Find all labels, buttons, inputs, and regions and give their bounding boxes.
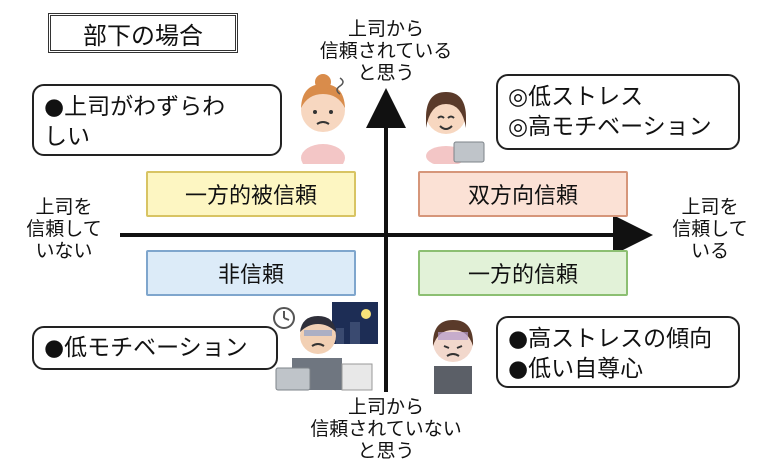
tired-man-laptop-icon [273, 302, 378, 391]
smiling-woman-laptop-icon [426, 92, 485, 164]
quadrant-top-left: 一方的被信頼 [146, 171, 356, 217]
bubble-bottom-left: ●低モチベーション [32, 326, 278, 370]
quadrant-bottom-right: 一方的信頼 [418, 250, 628, 296]
quadrant-top-right: 双方向信頼 [418, 171, 628, 217]
axis-label-top: 上司から信頼されていると思う [319, 18, 453, 84]
bubble-top-right: ◎低ストレス◎高モチベーション [496, 74, 740, 150]
axis-label-left: 上司を信頼していない [26, 196, 102, 262]
bubble-bottom-right: ●高ストレスの傾向●低い自尊心 [496, 316, 740, 388]
worried-woman-icon [301, 74, 345, 164]
bubble-top-left: ●上司がわずらわしい [32, 84, 282, 156]
stressed-woman-icon [432, 320, 474, 394]
page-title: 部下の場合 [48, 13, 238, 53]
quadrant-bottom-left: 非信頼 [146, 250, 356, 296]
axis-label-right: 上司を信頼している [672, 196, 748, 262]
axis-label-bottom: 上司から信頼されていないと思う [310, 396, 462, 462]
